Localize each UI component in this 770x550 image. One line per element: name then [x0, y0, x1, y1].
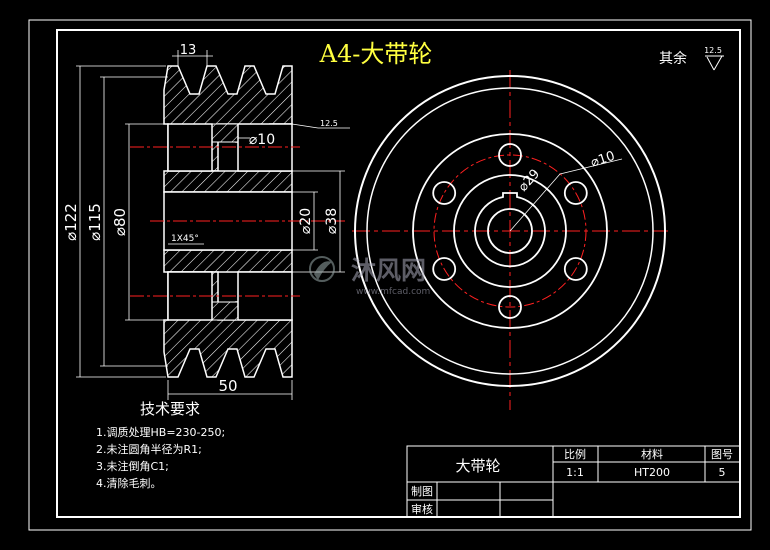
dim-groove-13: 13	[180, 43, 197, 58]
web-outer-circle	[412, 133, 608, 329]
dim-roughness-small: 12.5	[320, 119, 338, 128]
side-section-view: ⌀122 ⌀115 ⌀80 ⌀20 ⌀38 ⌀10 50 13 1X45° 12…	[62, 43, 350, 400]
checked-label: 审核	[411, 502, 433, 516]
dim-d80: ⌀80	[111, 208, 129, 236]
part-name: 大带轮	[455, 457, 500, 475]
dim-d10-front: ⌀10	[589, 149, 617, 171]
dim-d38: ⌀38	[324, 208, 340, 234]
web-hatch-top	[211, 123, 239, 143]
drawing-title: A4-大带轮	[319, 40, 433, 68]
dim-d20: ⌀20	[298, 208, 314, 234]
outer-border	[28, 19, 752, 531]
scale-value: 1:1	[566, 466, 584, 479]
tech-req-item-3: 3.未注倒角C1;	[96, 459, 169, 473]
hub-circle	[453, 174, 567, 288]
surface-roughness-value: 12.5	[704, 46, 722, 55]
drawing-no-value: 5	[719, 466, 726, 479]
watermark-url: www.mfcad.com	[356, 287, 430, 297]
watermark-logo-icon	[309, 256, 335, 282]
tech-req-heading: 技术要求	[140, 400, 200, 418]
lightening-hole	[563, 257, 588, 281]
dim-d115: ⌀115	[86, 203, 104, 241]
dim-width-50: 50	[218, 377, 237, 395]
dim-chamfer: 1X45°	[171, 234, 199, 244]
dim-d10-side: ⌀10	[249, 132, 275, 148]
tech-req-item-4: 4.清除毛刺。	[96, 476, 162, 490]
watermark: 沐风网 www.mfcad.com	[309, 256, 430, 297]
rim-inner-circle	[366, 87, 654, 375]
front-view: ⌀29 ⌀10	[352, 70, 668, 410]
watermark-brand: 沐风网	[351, 256, 426, 285]
inner-border	[56, 29, 741, 518]
rim-outer-circle	[354, 75, 666, 387]
material-label: 材料	[641, 447, 663, 461]
title-block	[406, 445, 741, 518]
drawn-label: 制图	[411, 485, 433, 498]
lightening-hole	[498, 143, 522, 167]
roughness-symbol-icon	[705, 55, 724, 71]
bore-circle	[487, 208, 533, 254]
hole-pitch-circle	[433, 154, 587, 308]
material-value: HT200	[634, 466, 670, 479]
scale-label: 比例	[564, 447, 586, 461]
section-hatch-mid-top	[163, 170, 293, 193]
tech-req-item-1: 1.调质处理HB=230-250;	[96, 426, 225, 439]
lightening-hole	[432, 257, 457, 281]
lightening-hole	[432, 181, 457, 205]
dim-d122: ⌀122	[62, 203, 80, 241]
lightening-hole	[498, 295, 522, 319]
surface-note: 其余	[659, 50, 687, 67]
dim-d29: ⌀29	[516, 167, 543, 195]
section-hatch-mid-bottom	[163, 249, 293, 273]
web-hatch-bottom	[211, 301, 239, 321]
keyed-bore	[474, 192, 546, 268]
lightening-hole	[563, 181, 588, 205]
drawing-no-label: 图号	[711, 448, 733, 461]
tech-req-item-2: 2.未注圆角半径为R1;	[96, 442, 202, 456]
